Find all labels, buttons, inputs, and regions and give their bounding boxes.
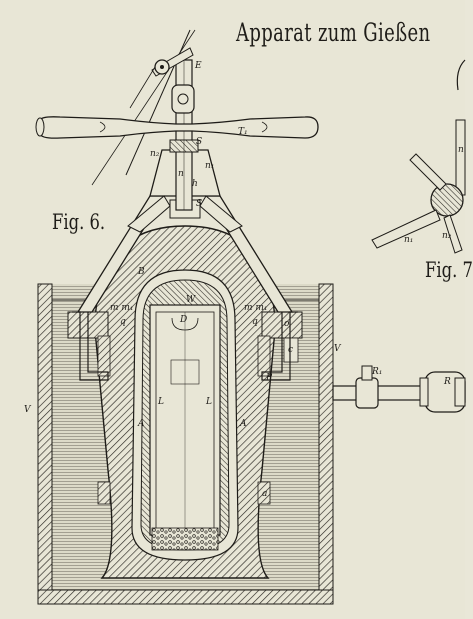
fig7-label: Fig. 7 [425, 258, 473, 282]
label-n: n [178, 169, 184, 179]
screw-spindle [169, 59, 199, 211]
inlet-pipe [332, 365, 466, 413]
label-L-right: L [206, 397, 212, 407]
label-n2-fig7: n₂ [442, 231, 452, 241]
label-P: P [266, 373, 273, 383]
fig6-label: Fig. 6. [52, 210, 106, 234]
label-S-mid: S [196, 199, 203, 209]
mould-body [94, 225, 276, 579]
label-o: o [284, 319, 290, 329]
label-T1: T₁ [238, 127, 248, 137]
label-m-m1-right: m m₁ [244, 303, 268, 313]
label-q-right: q [252, 317, 258, 327]
label-R1: R₁ [372, 367, 383, 377]
label-n-fig7: n [458, 145, 464, 155]
label-V-left: V [24, 405, 31, 415]
label-S-top: S [196, 137, 203, 147]
label-L-left: L [158, 397, 164, 407]
label-n2: n₂ [150, 149, 160, 159]
label-V-right: V [334, 344, 341, 354]
label-n1: n₁ [205, 161, 215, 171]
label-h: h [192, 179, 198, 189]
label-B: B [138, 267, 145, 277]
plate-title: Apparat zum Gießen [236, 18, 431, 47]
label-A-left: A [138, 419, 145, 429]
label-a: a [262, 489, 268, 499]
label-m-m1-left: m m₁ [110, 303, 134, 313]
label-E: E [195, 61, 202, 71]
label-R: R [444, 377, 451, 387]
label-A-right: A [240, 419, 247, 429]
label-W: W [186, 295, 196, 305]
handwheel-bar [35, 116, 319, 139]
crane-jib [91, 29, 196, 186]
label-c: c [288, 345, 294, 355]
label-q-left: q [120, 317, 126, 327]
fig7-mechanism [371, 59, 466, 254]
label-n1-fig7: n₁ [404, 235, 414, 245]
label-D: D [180, 315, 188, 325]
